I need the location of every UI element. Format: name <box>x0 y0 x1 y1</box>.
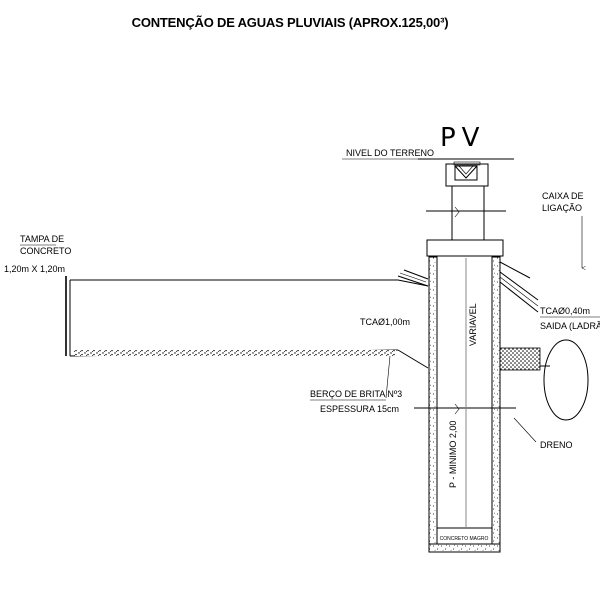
drain-block <box>499 347 541 460</box>
tampa-concreto-label: CONCRETO <box>20 246 71 256</box>
pv-shaft <box>414 239 516 553</box>
tampa-size-label: 1,20m X 1,20m <box>4 264 65 274</box>
saida-ladrao-label: SAIDA (LADRÃO) <box>540 321 600 331</box>
upper-inlet-pipe <box>397 269 429 287</box>
berco-brita-label: BERÇO DE BRITA Nº3 <box>310 389 402 399</box>
tampa-de-label: TAMPA DE <box>20 234 64 244</box>
ligacao-label: LIGAÇÃO <box>542 203 582 213</box>
pv-chimney <box>426 161 506 240</box>
gravel-bed <box>74 350 396 356</box>
p-minimo-label: P - MINIMO 2,00 <box>448 421 458 488</box>
variavel-label: VARIAVEL <box>468 303 478 346</box>
overflow-outlet-pipe <box>499 261 539 313</box>
drawing-title: CONTENÇÃO DE AGUAS PLUVIAIS (APROX.125,0… <box>132 15 449 30</box>
pv-label: PV <box>440 123 485 153</box>
berco-leader <box>385 355 391 399</box>
espessura-label: ESPESSURA 15cm <box>320 404 399 414</box>
tca-saida-label: TCAØ0,40m <box>540 306 590 316</box>
concreto-magro-label: CONCRETO MAGRO <box>440 536 489 542</box>
dreno-leader <box>513 417 537 443</box>
caixa-de-label: CAIXA DE <box>542 191 584 201</box>
tca-main-label: TCAØ1,00m <box>360 317 410 327</box>
drain-pipe-section <box>543 339 589 421</box>
nivel-terreno-label: NIVEL DO TERRENO <box>346 148 434 158</box>
dreno-label: DRENO <box>540 440 573 450</box>
